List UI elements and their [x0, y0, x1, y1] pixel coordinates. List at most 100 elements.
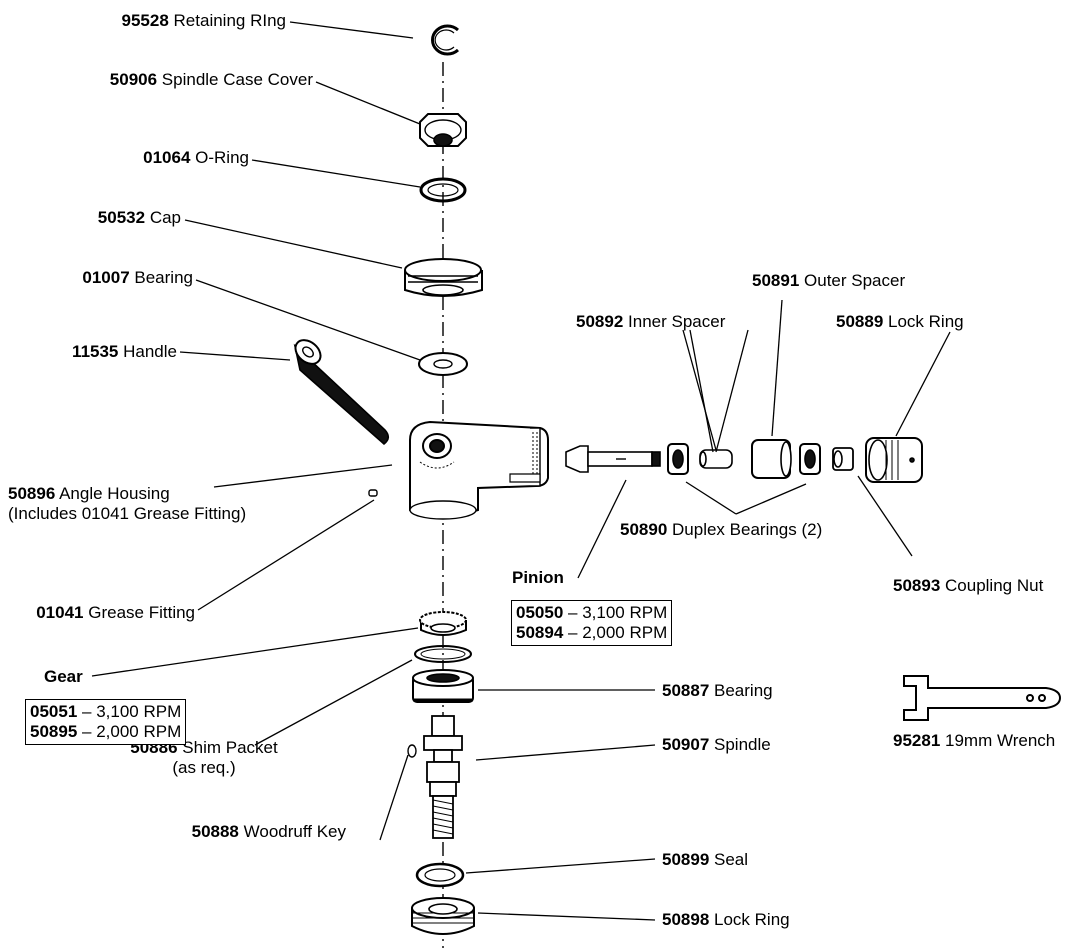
- bearing-lower-part: [412, 669, 474, 703]
- woodruff-key-part: [407, 744, 417, 758]
- shim-packet-part: [414, 645, 472, 663]
- bearing-top-part: [418, 352, 468, 376]
- label-o-ring: 01064 O-Ring: [143, 148, 249, 168]
- part-note: (as req.): [172, 758, 236, 777]
- part-name: Grease Fitting: [88, 603, 195, 622]
- handle-part: [293, 339, 390, 446]
- label-angle-housing: 50896 Angle Housing (Includes 01041 Grea…: [8, 484, 246, 524]
- inner-spacer-part: [699, 449, 733, 469]
- part-number: 50890: [620, 520, 668, 539]
- label-spindle-case-cover: 50906 Spindle Case Cover: [110, 70, 313, 90]
- label-spindle: 50907 Spindle: [662, 735, 771, 755]
- part-name: Lock Ring: [714, 910, 790, 929]
- part-number: 50887: [662, 681, 710, 700]
- part-number: 11535: [72, 342, 119, 361]
- label-lock-ring-bottom: 50898 Lock Ring: [662, 910, 790, 930]
- option-number: 05051: [30, 702, 78, 721]
- pinion-option: 05050 – 3,100 RPM: [516, 603, 667, 623]
- part-name: Spindle Case Cover: [161, 70, 313, 89]
- part-name: Retaining RIng: [173, 11, 286, 30]
- option-speed: – 2,000 RPM: [82, 722, 182, 741]
- label-bearing-top: 01007 Bearing: [82, 268, 193, 288]
- part-name: Coupling Nut: [945, 576, 1044, 595]
- part-name: O-Ring: [195, 148, 249, 167]
- part-name: Inner Spacer: [628, 312, 726, 331]
- label-outer-spacer: 50891 Outer Spacer: [752, 271, 905, 291]
- part-number: 50896: [8, 484, 56, 503]
- part-number: 95281: [893, 731, 941, 750]
- label-inner-spacer: 50892 Inner Spacer: [576, 312, 725, 332]
- label-handle: 11535 Handle: [72, 342, 177, 362]
- part-number: 50899: [662, 850, 710, 869]
- part-name: Lock Ring: [888, 312, 964, 331]
- leader-lines: [91, 21, 951, 921]
- part-number: 50893: [893, 576, 941, 595]
- part-name: Duplex Bearings (2): [672, 520, 823, 539]
- option-speed: – 2,000 RPM: [568, 623, 668, 642]
- part-number: 01041: [36, 603, 84, 622]
- coupling-nut-part: [832, 447, 854, 471]
- duplex-bearing-left-part: [667, 443, 689, 475]
- part-note: (Includes 01041 Grease Fitting): [8, 504, 247, 523]
- part-number: 50889: [836, 312, 884, 331]
- gear-heading: Gear: [44, 667, 83, 686]
- label-duplex-bearings: 50890 Duplex Bearings (2): [620, 520, 822, 540]
- label-woodruff-key: 50888 Woodruff Key: [192, 822, 346, 842]
- part-number: 50906: [109, 70, 158, 89]
- part-number: 50532: [97, 208, 146, 227]
- part-number: 50898: [662, 910, 710, 929]
- part-name: Handle: [123, 342, 177, 361]
- label-retaining-ring: 95528 Retaining RIng: [122, 11, 286, 31]
- label-bearing-lower: 50887 Bearing: [662, 681, 773, 701]
- retaining-ring-part: [431, 24, 460, 56]
- part-name: Seal: [714, 850, 749, 869]
- label-seal: 50899 Seal: [662, 850, 748, 870]
- gear-part: [419, 611, 467, 636]
- label-coupling-nut: 50893 Coupling Nut: [893, 576, 1043, 596]
- spindle-part: [423, 715, 463, 839]
- gear-option: 50895 – 2,000 RPM: [30, 722, 181, 742]
- part-number: 95528: [121, 11, 169, 30]
- lock-ring-right-part: [865, 437, 923, 483]
- label-wrench: 95281 19mm Wrench: [893, 731, 1055, 751]
- o-ring-part: [419, 177, 467, 203]
- spindle-case-cover-part: [419, 113, 467, 147]
- outer-spacer-part: [751, 439, 792, 479]
- part-number: 50891: [752, 271, 800, 290]
- grease-fitting-part: [368, 489, 378, 497]
- gear-option: 05051 – 3,100 RPM: [30, 702, 181, 722]
- part-number: 50907: [662, 735, 710, 754]
- label-cap: 50532 Cap: [98, 208, 181, 228]
- pinion-heading: Pinion: [512, 568, 564, 587]
- pinion-options-box: 05050 – 3,100 RPM 50894 – 2,000 RPM: [511, 600, 673, 646]
- option-number: 50894: [516, 623, 564, 642]
- part-name: Cap: [149, 208, 181, 227]
- seal-part: [415, 862, 465, 888]
- pinion-option: 50894 – 2,000 RPM: [516, 623, 667, 643]
- label-lock-ring-right: 50889 Lock Ring: [836, 312, 964, 332]
- part-name: Bearing: [714, 681, 773, 700]
- part-name: Shim Packet: [182, 738, 278, 757]
- option-number: 50895: [30, 722, 78, 741]
- part-name: Angle Housing: [59, 484, 170, 503]
- part-number: 01007: [82, 268, 130, 287]
- wrench-part: [903, 675, 1062, 721]
- part-name: 19mm Wrench: [945, 731, 1056, 750]
- part-name: Woodruff Key: [243, 822, 346, 841]
- duplex-bearing-right-part: [799, 443, 821, 475]
- option-speed: – 3,100 RPM: [568, 603, 668, 622]
- angle-housing-part: [409, 420, 549, 520]
- part-name: Spindle: [714, 735, 771, 754]
- part-name: Bearing: [134, 268, 193, 287]
- lock-ring-bottom-part: [411, 897, 475, 935]
- cap-part: [404, 258, 483, 297]
- label-grease-fitting: 01041 Grease Fitting: [36, 603, 195, 623]
- part-name: Outer Spacer: [804, 271, 906, 290]
- part-number: 01064: [143, 148, 191, 167]
- gear-options-box: 05051 – 3,100 RPM 50895 – 2,000 RPM: [25, 699, 187, 745]
- part-number: 50888: [191, 822, 239, 841]
- part-number: 50892: [576, 312, 624, 331]
- option-number: 05050: [516, 603, 564, 622]
- pinion-part: [565, 445, 661, 473]
